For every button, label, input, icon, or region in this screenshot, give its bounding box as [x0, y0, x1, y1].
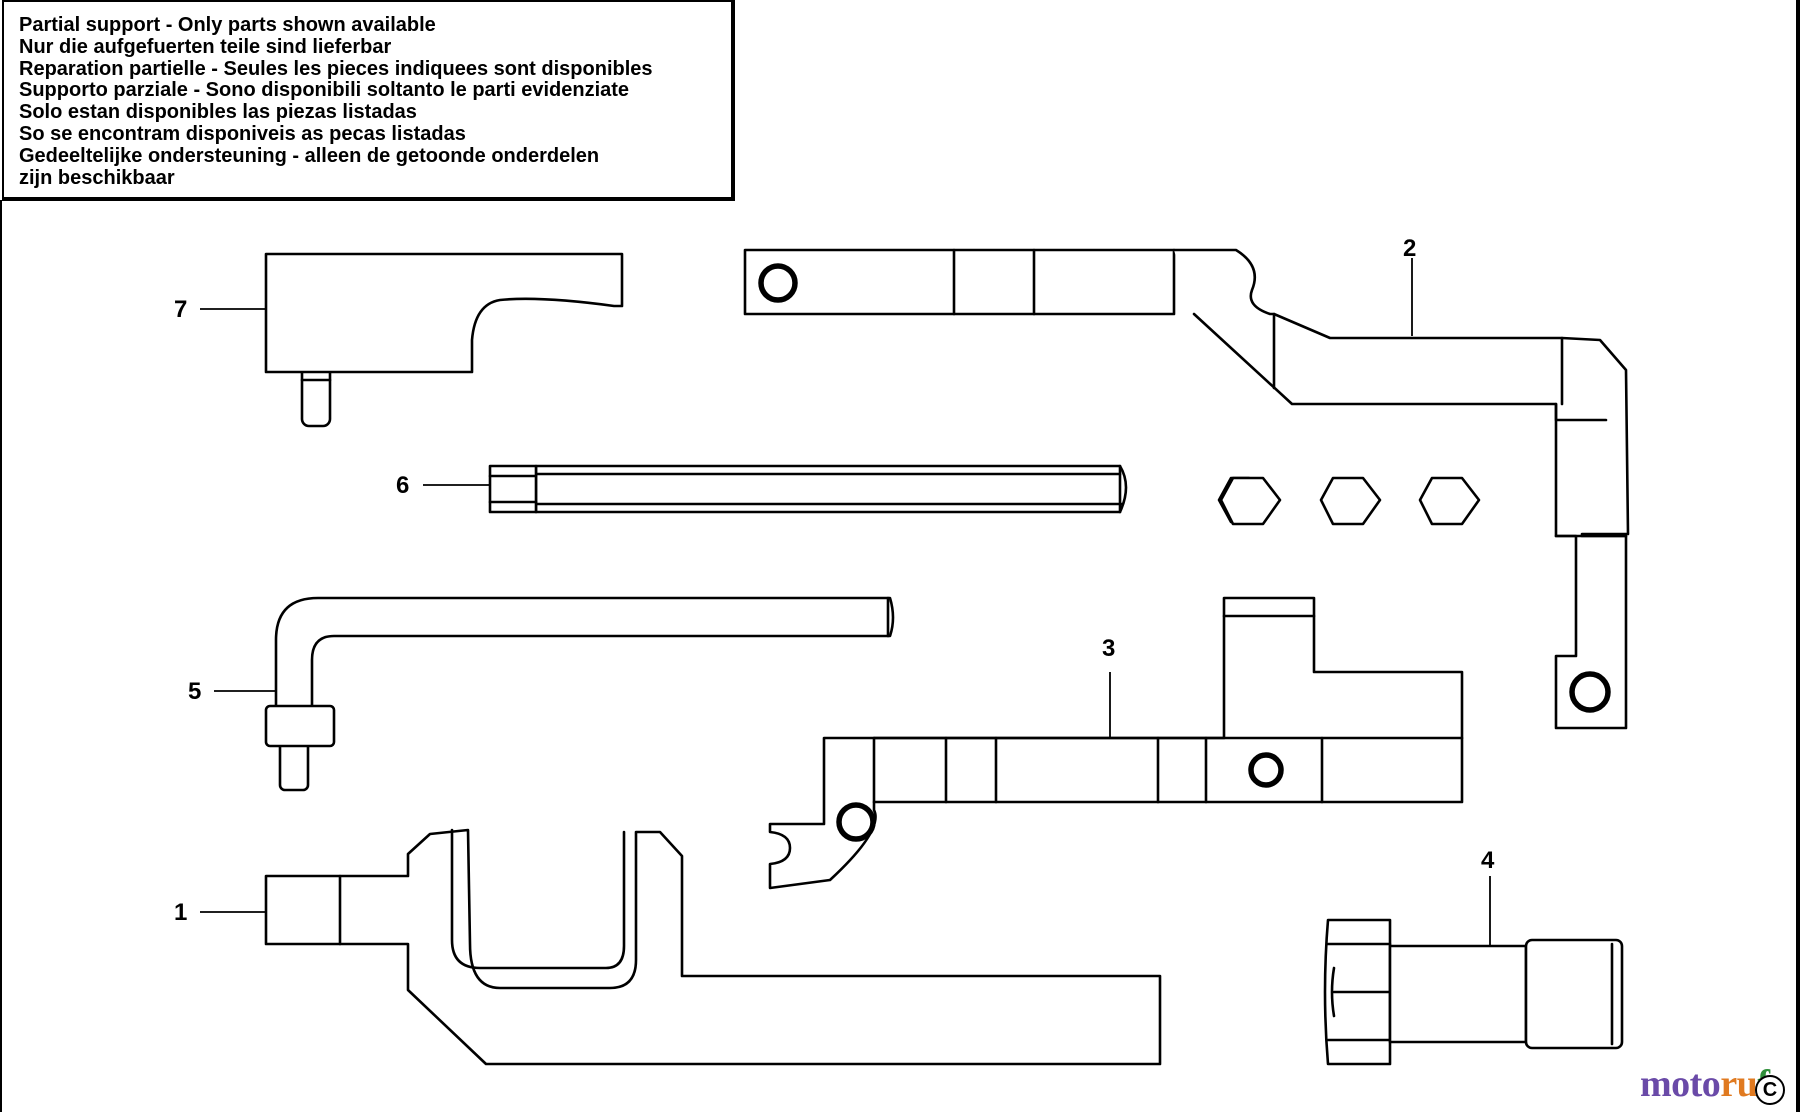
notice-line-nl-cont: zijn beschikbaar — [19, 166, 175, 189]
part-4-number: 4 — [1481, 847, 1495, 874]
notice-line-nl: Gedeeltelijke ondersteuning - alleen de … — [19, 144, 600, 167]
part-1-number: 1 — [174, 899, 187, 926]
notice-line-en: Partial support - Only parts shown avail… — [19, 14, 436, 36]
frame-right-border — [1796, 0, 1800, 1112]
part-6-number: 6 — [396, 472, 409, 499]
part-5-number: 5 — [188, 678, 201, 705]
part-6-rod[interactable] — [488, 464, 1128, 514]
hex-nut-right[interactable] — [1418, 476, 1481, 526]
frame-left-border — [0, 200, 2, 1112]
part-7-number: 7 — [174, 296, 187, 323]
part-5-l-bar[interactable] — [264, 596, 895, 792]
part-3-number: 3 — [1102, 635, 1115, 662]
motoruf-watermark: motoruf — [1640, 1063, 1770, 1105]
part-7-block[interactable] — [264, 252, 624, 428]
notice-line-it: Supporto parziale - Sono disponibili sol… — [19, 79, 630, 102]
notice-line-es: Solo estan disponibles las piezas listad… — [19, 101, 417, 124]
notice-line-de: Nur die aufgefuerten teile sind lieferba… — [19, 35, 392, 58]
part-4-hex-bolt[interactable] — [1323, 918, 1624, 1066]
hex-nut-left[interactable] — [1217, 476, 1282, 526]
part-2-number: 2 — [1403, 235, 1416, 262]
part-1-bracket[interactable] — [264, 828, 1162, 1066]
part-2-cranked-bar[interactable] — [743, 248, 1630, 730]
notice-line-fr: Reparation partielle - Seules les pieces… — [19, 57, 653, 80]
notice-line-pt: So se encontram disponiveis as pecas lis… — [19, 122, 466, 145]
hex-nut-middle[interactable] — [1319, 476, 1382, 526]
part-3-stepped-bracket[interactable] — [768, 596, 1464, 890]
parts-availability-notice: Partial support - Only parts shown avail… — [2, 0, 735, 201]
copyright-mark: C — [1755, 1075, 1785, 1105]
